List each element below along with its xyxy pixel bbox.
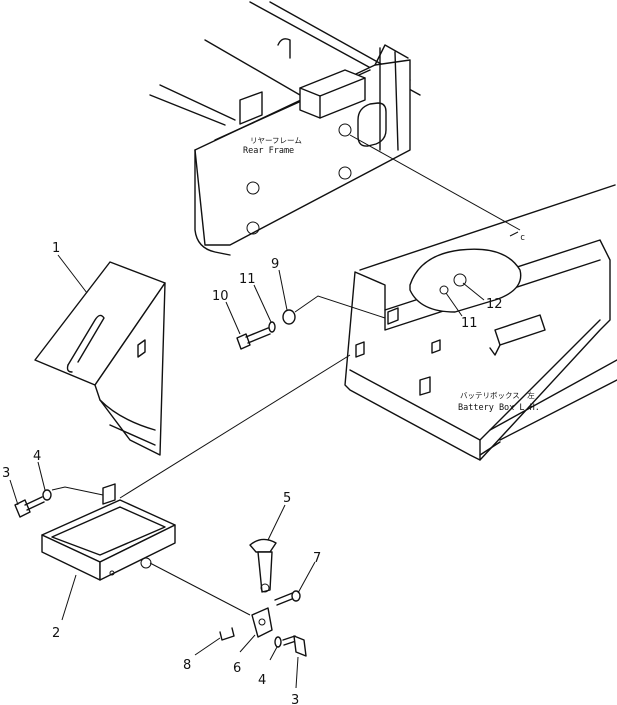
- washer-11-left: [268, 321, 276, 333]
- callout-8: 8: [183, 658, 191, 673]
- battery-box: バッテリボックス 左 Battery Box L.H.: [344, 184, 617, 461]
- callout-4-upper: 4: [33, 449, 41, 464]
- callout-12: 12: [486, 297, 503, 312]
- bolt-3-lower: [282, 635, 307, 657]
- leader-tray: [51, 486, 104, 496]
- callout-6: 6: [233, 661, 241, 676]
- bolt-3-upper: [14, 496, 45, 518]
- battery-box-label-jp: バッテリボックス 左: [460, 390, 535, 400]
- bolt-10: [236, 327, 271, 350]
- callout-5: 5: [283, 491, 291, 506]
- rear-frame-label-jp: リヤーフレーム: [250, 136, 302, 145]
- callout-3-lower: 3: [291, 693, 299, 705]
- callout-1: 1: [52, 241, 60, 256]
- callout-11-right: 11: [461, 316, 478, 331]
- battery-tray: [41, 483, 176, 581]
- guide-line-cover: [119, 354, 351, 499]
- rear-frame: リヤーフレーム Rear Frame: [149, 1, 421, 256]
- callouts: 1 2 3 4 5 6 7 8 4 3 9 10 11 11 12: [2, 241, 503, 705]
- bracket-6: [251, 607, 273, 638]
- callout-4-lower: 4: [258, 673, 266, 688]
- callout-9: 9: [271, 257, 279, 272]
- guide-line-lever: [149, 562, 251, 616]
- battery-box-label-en: Battery Box L.H.: [458, 403, 540, 413]
- clamp-lever-5: [249, 538, 277, 593]
- battery-cover: [34, 261, 166, 456]
- callout-3-upper: 3: [2, 466, 10, 481]
- pin-7: [274, 590, 301, 606]
- leader-spacer: [294, 295, 386, 319]
- callout-2: 2: [52, 626, 60, 641]
- reference-label-c: c: [520, 233, 525, 243]
- washer-4-upper: [42, 489, 52, 501]
- rear-frame-label-en: Rear Frame: [243, 146, 294, 156]
- callout-7: 7: [313, 551, 321, 566]
- reference-line-c: c: [349, 134, 525, 243]
- callout-10: 10: [212, 289, 229, 304]
- spacer-9: [282, 309, 296, 325]
- cotter-pin-8: [219, 627, 235, 641]
- callout-11-left: 11: [239, 272, 256, 287]
- washer-4-lower: [274, 636, 282, 648]
